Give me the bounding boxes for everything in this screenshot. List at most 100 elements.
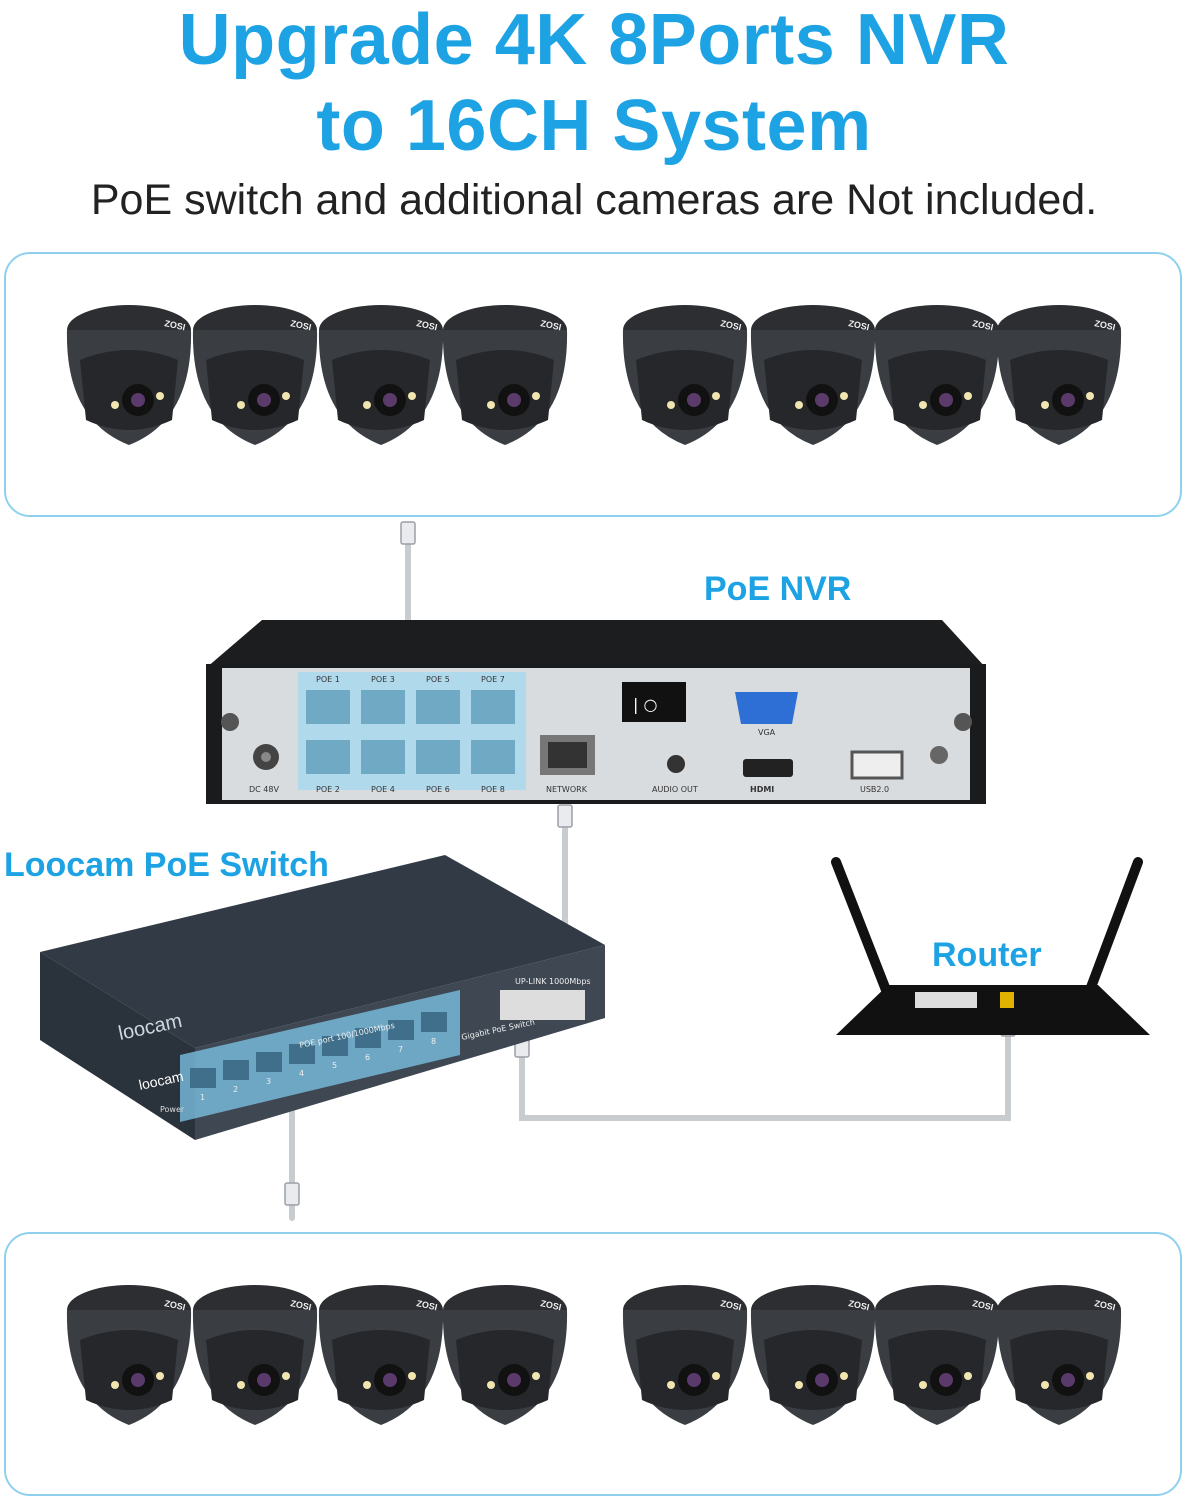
dome-camera: ZOSI — [990, 300, 1128, 450]
camera-brand: ZOSI — [972, 1298, 995, 1312]
router-lan-ports-icon — [915, 992, 977, 1008]
power-switch-icon — [622, 682, 686, 722]
camera-brand: ZOSI — [540, 1298, 563, 1312]
camera-brand: ZOSI — [848, 1298, 871, 1312]
switch-port-number: 2 — [233, 1085, 238, 1094]
rj45-plug-icon — [400, 521, 416, 545]
switch-poe-port-icon — [421, 1012, 447, 1032]
switch-port-number: 8 — [431, 1037, 436, 1046]
nvr-port-label: POE 7 — [481, 675, 505, 684]
switch-port-number: 1 — [200, 1093, 205, 1102]
switch-port-number: 7 — [398, 1045, 403, 1054]
vga-label: VGA — [758, 728, 776, 737]
dome-camera: ZOSI — [616, 1280, 754, 1430]
vga-port-icon — [735, 692, 798, 724]
hdmi-port-icon — [743, 759, 793, 777]
router-device — [831, 857, 1150, 1035]
camera-brand: ZOSI — [848, 318, 871, 332]
nvr-poe-port-icon — [361, 690, 405, 724]
switch-port-number: 3 — [266, 1077, 271, 1086]
dome-camera: ZOSI — [312, 1280, 450, 1430]
power-caption: Power — [160, 1105, 185, 1114]
nvr-port-label: POE 6 — [426, 785, 450, 794]
dome-camera: ZOSI — [60, 300, 198, 450]
router-antenna-left-icon — [831, 857, 891, 995]
page-title-line-2: to 16CH System — [316, 86, 872, 166]
dome-camera: ZOSI — [868, 1280, 1006, 1430]
switch-top — [40, 855, 605, 1048]
nvr-top-cover — [206, 620, 986, 668]
svg-text:| ○: | ○ — [633, 695, 657, 714]
switch-poe-ports: 1 2 3 4 5 6 7 8 — [190, 1012, 447, 1102]
camera-brand: ZOSI — [416, 1298, 439, 1312]
switch-port-number: 6 — [365, 1053, 370, 1062]
camera-brand: ZOSI — [720, 1298, 743, 1312]
camera-brand: ZOSI — [164, 318, 187, 332]
dome-camera: ZOSI — [616, 300, 754, 450]
dome-camera: ZOSI — [744, 300, 882, 450]
switch-poe-port-icon — [355, 1028, 381, 1048]
router-wan-port-icon — [1000, 992, 1014, 1008]
page-title-line-1: Upgrade 4K 8Ports NVR — [178, 0, 1010, 80]
dome-camera: ZOSI — [990, 1280, 1128, 1430]
switch-port-number: 5 — [332, 1061, 337, 1070]
audio-jack-icon — [667, 755, 685, 773]
nvr-poe-port-icon — [306, 690, 350, 724]
rj45-plug-icon — [557, 804, 573, 828]
ground-screw-icon — [930, 746, 948, 764]
nvr-device: POE 1 POE 2 POE 3 POE 4 POE 5 POE 6 POE 7 POE 8… — [206, 620, 986, 804]
switch-poe-port-icon — [388, 1020, 414, 1040]
camera-brand: ZOSI — [290, 1298, 313, 1312]
dome-camera: ZOSI — [186, 1280, 324, 1430]
rj45-plug-icon — [284, 1182, 300, 1206]
nvr-poe-port-icon — [471, 740, 515, 774]
nvr-port-label: POE 3 — [371, 675, 395, 684]
nvr-poe-port-icon — [306, 740, 350, 774]
camera-brand: ZOSI — [1094, 1298, 1117, 1312]
camera-brand: ZOSI — [720, 318, 743, 332]
dome-camera: ZOSI — [186, 300, 324, 450]
dome-camera: ZOSI — [436, 1280, 574, 1430]
nvr-port-label: POE 5 — [426, 675, 450, 684]
camera-brand: ZOSI — [290, 318, 313, 332]
audio-label: AUDIO OUT — [652, 785, 698, 794]
switch-side — [40, 952, 195, 1140]
dome-camera: ZOSI — [436, 300, 574, 450]
uplink-label: UP-LINK 1000Mbps — [515, 977, 591, 986]
switch-poe-port-icon — [289, 1044, 315, 1064]
nvr-poe-port-icon — [471, 690, 515, 724]
router-body — [836, 985, 1150, 1035]
hdmi-label: HDMI — [750, 785, 774, 794]
nvr-port-label: POE 2 — [316, 785, 340, 794]
switch-label: Loocam PoE Switch — [4, 846, 329, 884]
switch-poe-port-icon — [223, 1060, 249, 1080]
router-antenna-right-icon — [1085, 857, 1143, 995]
nvr-poe-port-icon — [416, 690, 460, 724]
nvr-port-label: POE 1 — [316, 675, 340, 684]
switch-poe-port-icon — [190, 1068, 216, 1088]
nvr-poe-port-icon — [416, 740, 460, 774]
cable-switch-to-router — [519, 1027, 1011, 1121]
nvr-port-label: POE 8 — [481, 785, 505, 794]
dome-camera: ZOSI — [744, 1280, 882, 1430]
dc-label: DC 48V — [249, 785, 279, 794]
switch-poe-port-icon — [322, 1036, 348, 1056]
nvr-label: PoE NVR — [704, 570, 852, 608]
screw-icon — [221, 713, 239, 731]
switch-port-number: 4 — [299, 1069, 304, 1078]
camera-brand: ZOSI — [416, 318, 439, 332]
dome-camera: ZOSI — [312, 300, 450, 450]
page-subtitle: PoE switch and additional cameras are No… — [90, 176, 1098, 224]
camera-brand: ZOSI — [164, 1298, 187, 1312]
camera-brand: ZOSI — [1094, 318, 1117, 332]
dome-camera: ZOSI — [868, 300, 1006, 450]
dome-camera: ZOSI — [60, 1280, 198, 1430]
switch-poe-port-icon — [256, 1052, 282, 1072]
nvr-port-label: POE 4 — [371, 785, 395, 794]
usb-port-icon — [850, 750, 904, 780]
router-label: Router — [932, 936, 1042, 974]
nvr-poe-port-icon — [361, 740, 405, 774]
camera-brand: ZOSI — [972, 318, 995, 332]
